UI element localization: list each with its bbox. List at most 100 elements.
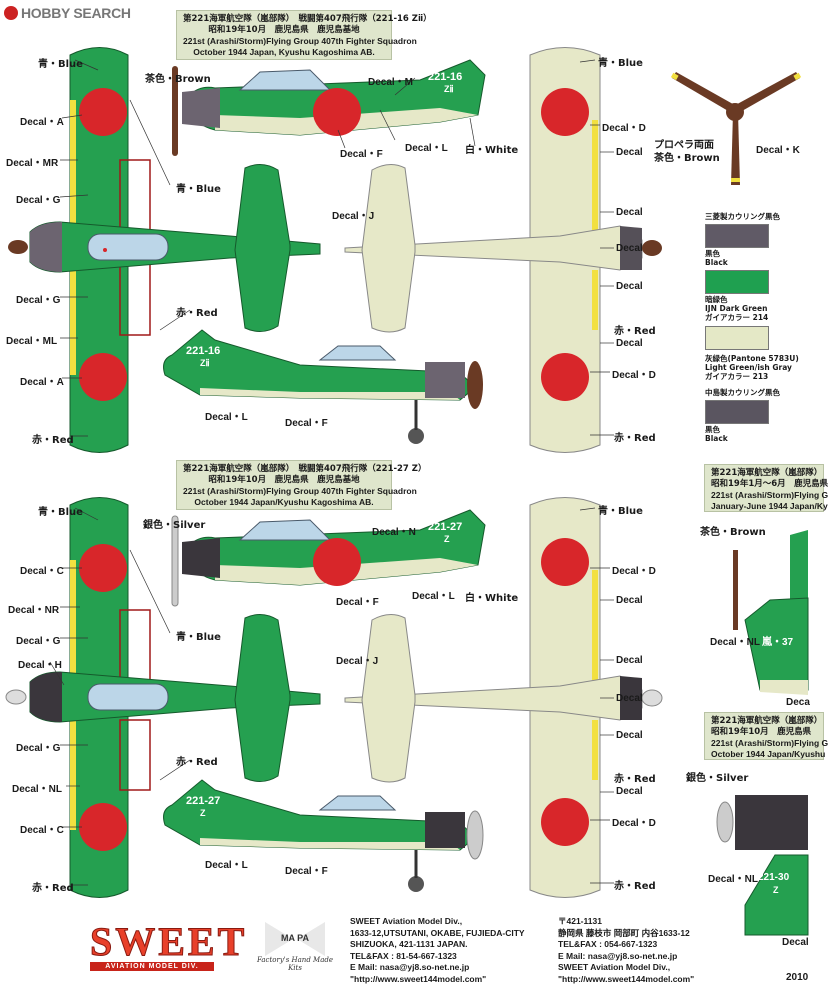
propeller-label: 茶色・Brown: [654, 153, 720, 164]
footer-year: 2010: [786, 972, 809, 983]
svg-text:Z: Z: [200, 808, 206, 818]
scheme2-side-view: 221-27 Z: [171, 509, 486, 607]
label: Decal: [616, 655, 643, 666]
scheme2-side-view-lower: 221-27 Z: [163, 779, 484, 892]
scheme2-top-view: [5, 497, 321, 898]
swatch-label: Light Green/ish Gray: [705, 363, 792, 372]
watermark-text: HOBBY SEARCH: [21, 5, 131, 21]
label: Decal・NR: [8, 605, 60, 616]
swatch-label: Black: [705, 258, 728, 267]
label: Decal: [616, 338, 643, 349]
swatch-label: IJN Dark Green: [705, 304, 768, 313]
scheme2-bottom-view: [344, 497, 663, 898]
leader-lines: [49, 59, 614, 886]
label: 赤・Red: [32, 883, 74, 894]
label: 赤・Red: [614, 433, 656, 444]
label: Decal・NL: [12, 784, 63, 795]
cutoff-tailcode-1: 嵐・37: [762, 635, 794, 648]
swatch-label: 灰緑色(Pantone 5783U): [705, 354, 799, 363]
swatch-label: ガイアカラー 214: [705, 313, 769, 322]
label: 青・Blue: [598, 58, 643, 69]
label: 青・Blue: [38, 507, 83, 518]
label: Decal・C: [20, 825, 64, 836]
mapa-logo: MA PA Factory's Hand Made Kits: [250, 922, 340, 974]
label: Deca: [786, 697, 810, 708]
label: Decal・NL: [710, 637, 761, 648]
label: Decal: [616, 730, 643, 741]
cutoff-caption-1: 第221海軍航空隊（嵐部隊） 昭和19年1月～6月 鹿児島県 221st (Ar…: [704, 464, 828, 512]
label: Decal・J: [332, 211, 375, 222]
email-link-jp[interactable]: E Mail: nasa@yj8.so-net.ne.jp: [558, 950, 678, 961]
propeller-decal-label: Decal・K: [756, 145, 800, 156]
logo-badge-icon: [4, 6, 18, 20]
label: 青・Blue: [176, 632, 221, 643]
cutoff-caption-2: 第221海軍航空隊（嵐部隊） 昭和19年10月 鹿児島県 221st (Aras…: [704, 712, 828, 760]
aircraft-drawings: 221-16 Zⅱ 221-16 Zⅱ: [5, 47, 809, 936]
label: Decal: [782, 937, 809, 948]
label: 赤・Red: [32, 435, 74, 446]
label: 茶色・Brown: [700, 527, 766, 538]
label: Decal・H: [18, 660, 62, 671]
label: 青・Blue: [38, 59, 83, 70]
label: Decal: [616, 147, 643, 158]
label: Decal: [616, 243, 643, 254]
label: Decal・A: [20, 377, 64, 388]
label: Decal・F: [340, 149, 383, 160]
scheme1-bottom-view: [344, 47, 662, 453]
label: Decal・L: [205, 412, 248, 423]
label: 青・Blue: [598, 506, 643, 517]
label: Decal・D: [612, 566, 656, 577]
email-link[interactable]: E Mail: nasa@yj8.so-net.ne.jp: [350, 962, 470, 972]
swatch-label: 黒色: [705, 249, 720, 258]
footer-address-en: SWEET Aviation Model Div., 1633-12,UTSUT…: [350, 916, 525, 984]
cutoff-planes: 嵐・37 221-30 Z: [716, 530, 809, 936]
label: 銀色・Silver: [143, 520, 206, 531]
label: 白・White: [465, 593, 519, 604]
label: 赤・Red: [614, 881, 656, 892]
label: Decal・F: [336, 597, 379, 608]
label: Decal・G: [16, 295, 61, 306]
label: Decal・D: [612, 370, 656, 381]
label: Decal・L: [412, 591, 455, 602]
sweet-logo-sub: AVIATION MODEL DIV.: [90, 962, 214, 971]
swatch-black-mitsubishi: [705, 224, 769, 248]
label: Decal: [616, 281, 643, 292]
label: Decal・J: [336, 656, 379, 667]
scheme2-tailcode-side: 221-27: [428, 521, 462, 533]
label: Decal・A: [20, 117, 64, 128]
propeller-drawing: [670, 72, 802, 185]
label: Decal・F: [285, 418, 328, 429]
label: Decal: [616, 595, 643, 606]
scheme1-tailcode-side: 221-16: [428, 71, 462, 83]
svg-text:Z: Z: [444, 534, 450, 544]
label: Decal・F: [285, 866, 328, 877]
label: Decal・N: [372, 527, 416, 538]
label: Decal・G: [16, 743, 61, 754]
svg-text:Zⅱ: Zⅱ: [200, 358, 210, 368]
scheme1-top-view: [8, 47, 321, 453]
propeller-label: プロペラ両面: [654, 140, 714, 151]
label: Decal: [616, 693, 643, 704]
label: Decal・L: [205, 860, 248, 871]
swatch-black-nakajima: [705, 400, 769, 424]
website-link-jp[interactable]: "http://www.sweet144model.com": [558, 973, 695, 984]
label: Decal・ML: [6, 336, 58, 347]
label: Decal・G: [16, 195, 61, 206]
label: Decal・L: [405, 143, 448, 154]
label: Decal・NL: [708, 874, 759, 885]
bow-tie-icon: MA PA: [265, 922, 325, 956]
cutoff-tailcode-2: 221-30: [758, 872, 790, 883]
website-link[interactable]: "http://www.sweet144model.com": [350, 973, 487, 984]
scheme1-side-view: 221-16 Zⅱ: [172, 59, 486, 156]
svg-text:Zⅱ: Zⅱ: [444, 84, 454, 94]
swatch-label: 中島製カウリング黒色: [705, 388, 780, 397]
label: 赤・Red: [176, 757, 218, 768]
swatch-label: 黒色: [705, 425, 720, 434]
swatch-label: ガイアカラー 213: [705, 372, 769, 381]
hobby-search-logo: HOBBY SEARCH: [4, 4, 131, 22]
label: Decal・D: [612, 818, 656, 829]
label: 茶色・Brown: [145, 74, 211, 85]
label: 赤・Red: [176, 308, 218, 319]
scheme2-tailcode-side2: 221-27: [186, 795, 220, 807]
swatch-label: 暗緑色: [705, 295, 728, 304]
